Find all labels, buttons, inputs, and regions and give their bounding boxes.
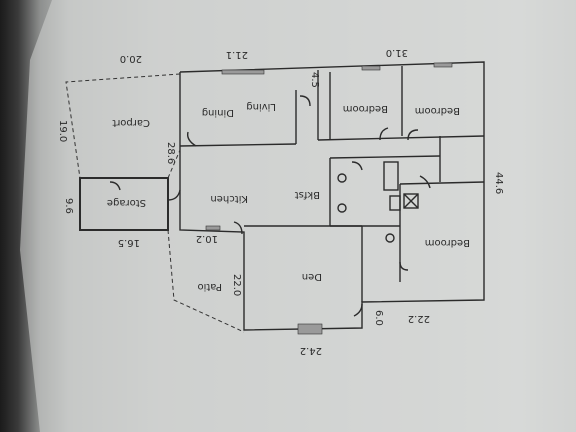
door-swing xyxy=(233,221,243,235)
room-label-bkfst: Bkfst xyxy=(295,189,320,200)
window xyxy=(221,69,265,75)
wall-living-bottom xyxy=(179,143,297,147)
dimension-label: 10.2 xyxy=(196,233,218,244)
fireplace xyxy=(297,323,323,335)
carport-outline xyxy=(65,73,181,179)
dimension-label: 9.6 xyxy=(63,198,74,214)
fixture-circle-1 xyxy=(337,173,347,183)
door-swing xyxy=(299,95,311,107)
window xyxy=(361,65,381,71)
room-labels: Carport Storage Dining Living Kitchen Bk… xyxy=(107,101,470,292)
room-label-kitchen: Kitchen xyxy=(210,193,248,204)
paper-sheet xyxy=(20,0,576,432)
room-label-bedroom-1: Bedroom xyxy=(343,103,388,114)
sink-x2 xyxy=(403,193,419,209)
room-label-den: Den xyxy=(302,271,322,282)
door-swing xyxy=(109,181,121,191)
dimension-label: 22.0 xyxy=(231,274,242,296)
door-swing xyxy=(379,127,389,141)
door-swing xyxy=(186,131,197,147)
storage-box xyxy=(79,177,169,231)
dashed-outlines xyxy=(65,73,245,333)
fixture-circle-3 xyxy=(385,233,395,243)
room-label-dining: Dining xyxy=(202,107,234,118)
dimension-label: 44.6 xyxy=(493,172,504,194)
room-label-living: Living xyxy=(246,101,276,112)
dimension-labels: 20.0 21.1 31.0 19.0 9.6 16.5 10.2 28.6 4… xyxy=(57,47,504,356)
room-label-storage: Storage xyxy=(107,197,146,208)
room-label-bedroom-2: Bedroom xyxy=(415,105,460,116)
door-swing xyxy=(419,175,431,189)
dimension-label: 31.0 xyxy=(386,47,408,58)
windows xyxy=(205,62,453,335)
dimension-label: 22.2 xyxy=(408,313,430,324)
outer-wall xyxy=(179,61,485,331)
door-swing xyxy=(351,161,363,171)
carport-side xyxy=(167,149,181,179)
wall-bedroom3-top xyxy=(399,181,485,185)
dimension-label: 20.0 xyxy=(120,53,142,64)
door-swing xyxy=(399,261,409,271)
patio-outline xyxy=(167,229,245,333)
dimension-label: 21.1 xyxy=(226,49,248,60)
room-label-carport: Carport xyxy=(112,117,150,128)
window xyxy=(433,62,453,68)
room-label-patio: Patio xyxy=(197,281,222,292)
door-swing xyxy=(407,129,419,141)
dimension-label: 6.0 xyxy=(373,310,384,326)
door-swing xyxy=(167,189,181,201)
door-swing xyxy=(353,303,363,317)
dimension-label: 16.5 xyxy=(118,237,140,248)
fixture-circle-2 xyxy=(337,203,347,213)
wall-hall-top xyxy=(329,155,441,159)
walls xyxy=(79,61,485,331)
wall-bedroom-bottom xyxy=(317,135,485,141)
toilet xyxy=(389,195,401,211)
dimension-label: 19.0 xyxy=(57,120,68,142)
dimension-label: 28.6 xyxy=(165,142,176,164)
window xyxy=(205,225,221,231)
sink-box xyxy=(403,193,419,209)
dimension-label: 4.5 xyxy=(309,72,320,88)
bath-tub xyxy=(383,161,399,191)
dimension-label: 24.2 xyxy=(300,345,322,356)
room-label-bedroom-3: Bedroom xyxy=(425,237,470,248)
